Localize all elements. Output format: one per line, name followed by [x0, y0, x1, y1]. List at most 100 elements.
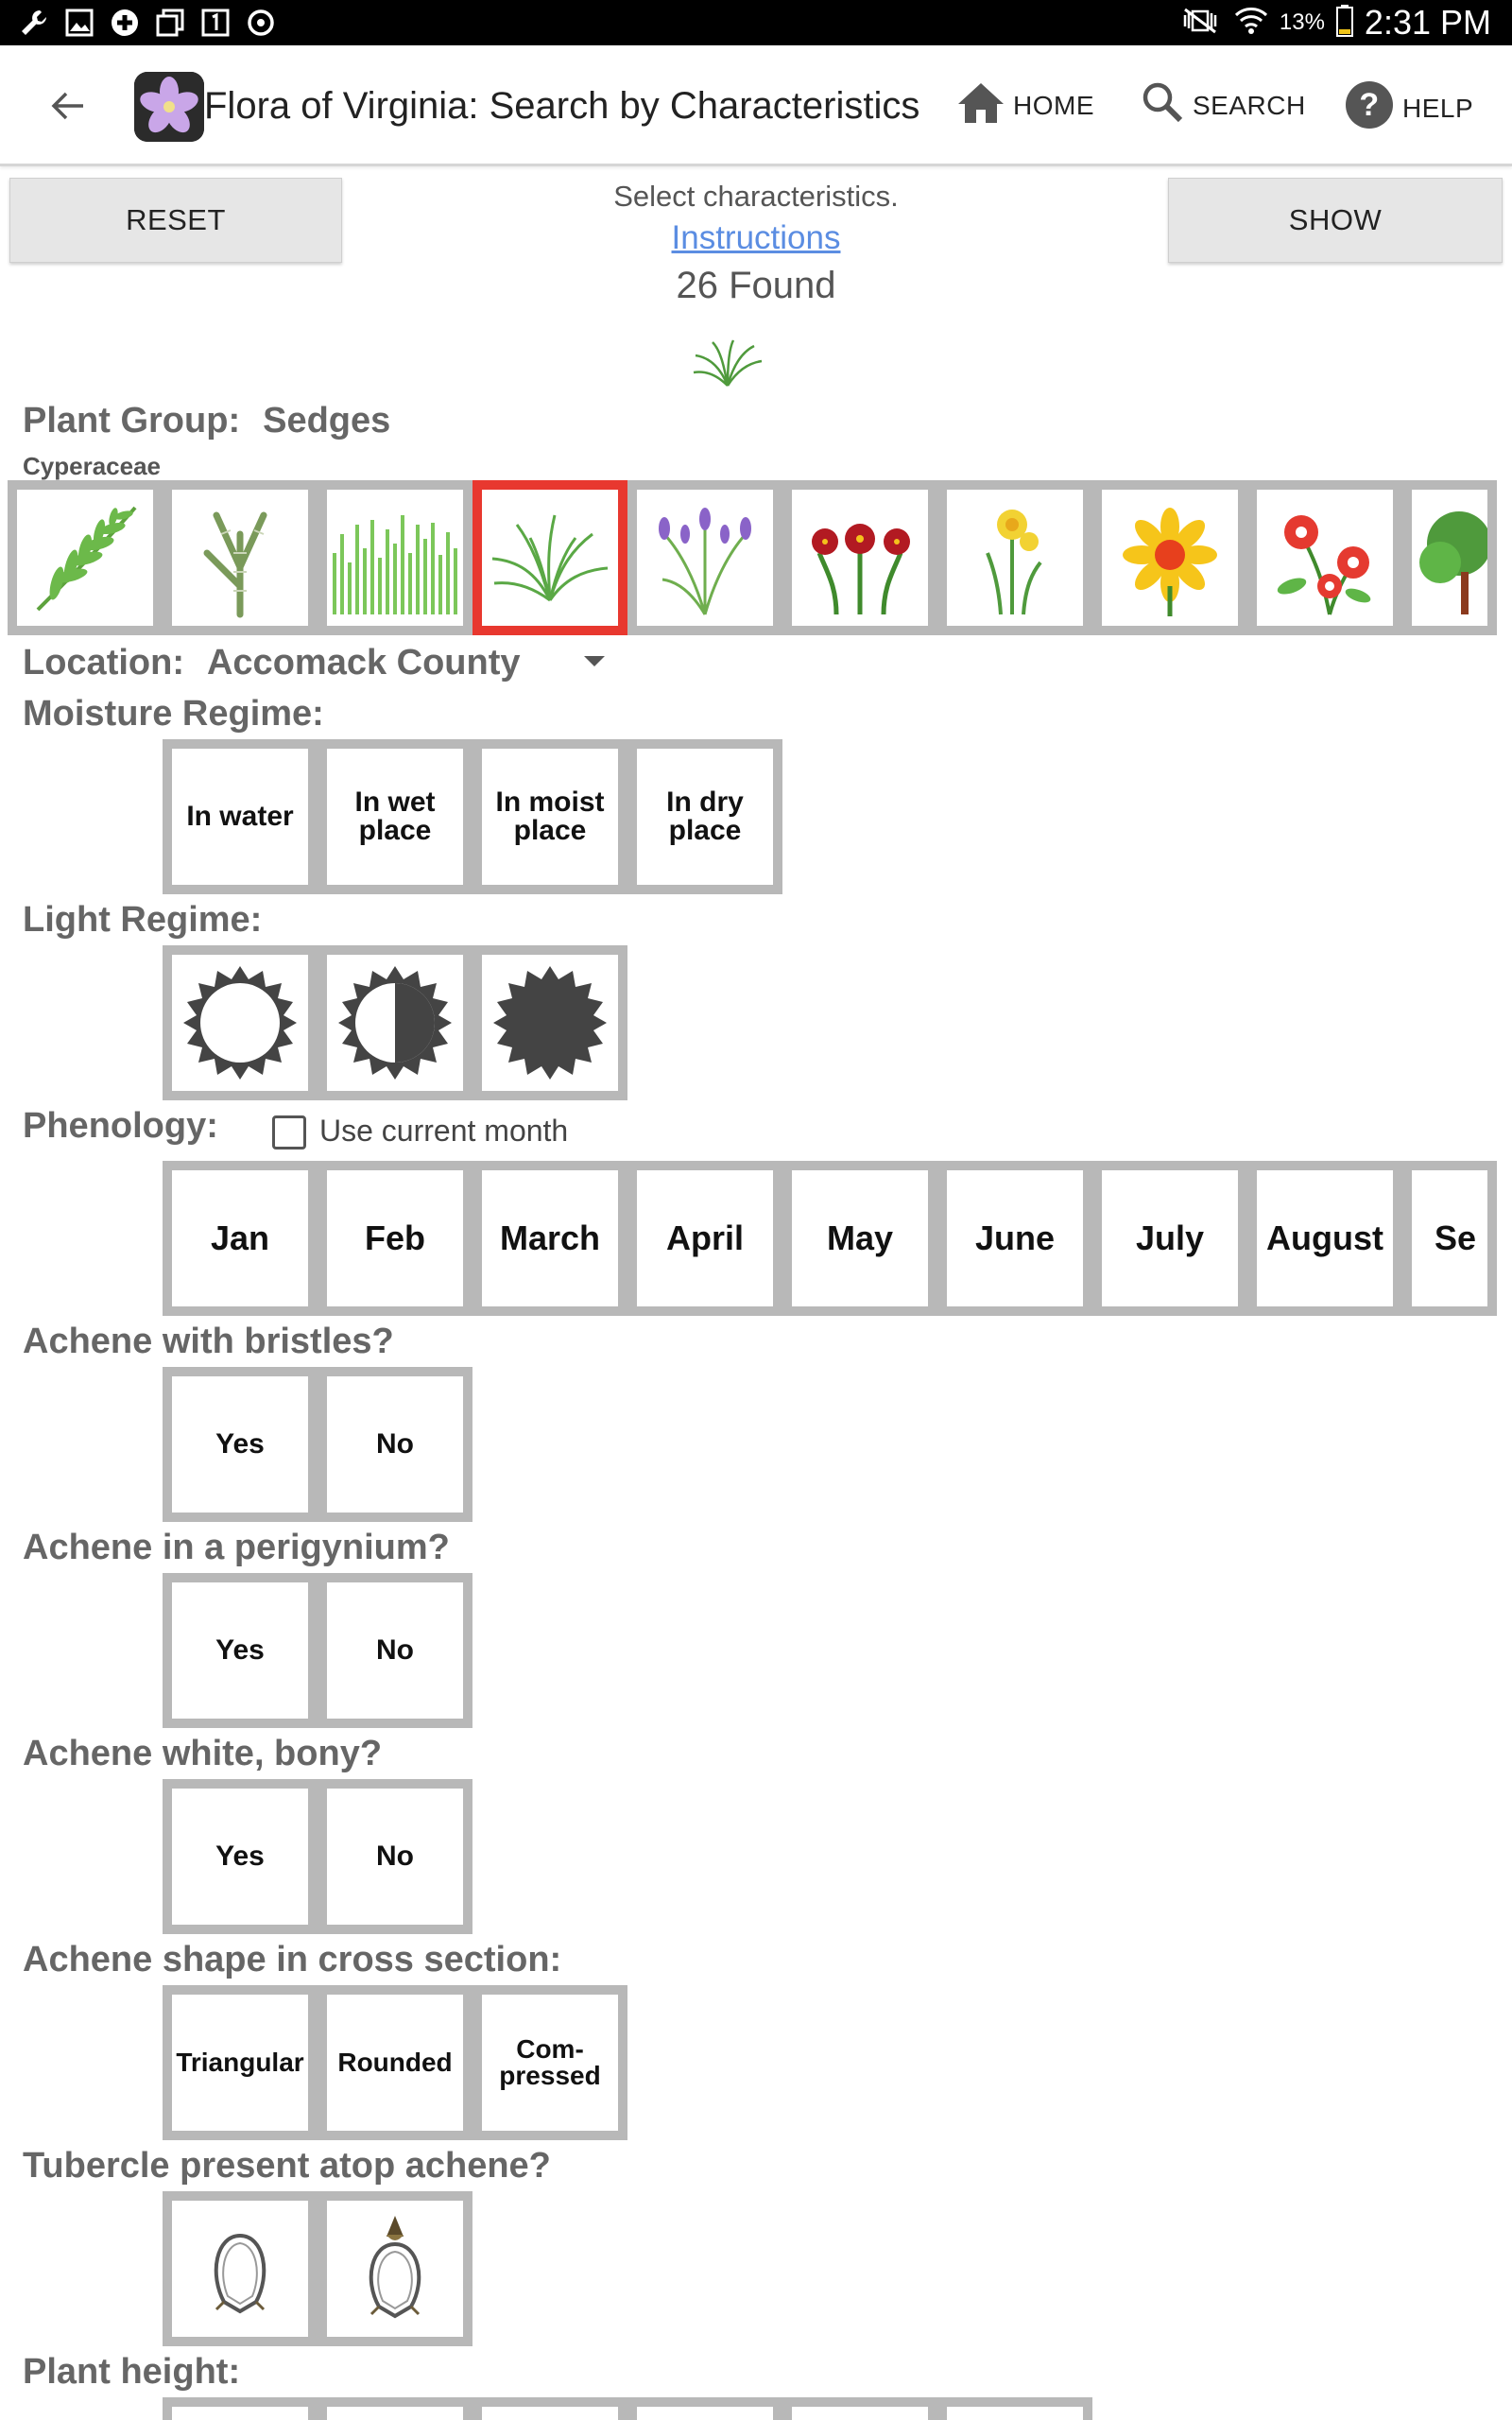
plant-group-option-grass[interactable]: [318, 480, 472, 635]
use-current-month-checkbox[interactable]: [272, 1115, 306, 1150]
achene-perigynium-label: Achene in a perigynium?: [23, 1528, 450, 1567]
search-label: SEARCH: [1193, 90, 1306, 120]
plant-height-option[interactable]: [472, 2397, 627, 2420]
app-title: Flora of Virginia: Search by Characteris…: [204, 85, 920, 127]
image-icon: [62, 6, 96, 40]
number-one-icon: [198, 6, 232, 40]
option-label: Triangular: [172, 1995, 308, 2131]
use-current-month-label[interactable]: Use current month: [319, 1114, 569, 1148]
plant-height-option[interactable]: [163, 2397, 318, 2420]
full-shade-icon: [482, 955, 618, 1091]
plant-group-option-daffodil[interactable]: [937, 480, 1092, 635]
plant-group-option-red-flowers[interactable]: [1247, 480, 1402, 635]
light-option-part-shade[interactable]: [318, 945, 472, 1100]
back-arrow-icon[interactable]: [45, 83, 91, 129]
plant-group-option-horsetail[interactable]: [163, 480, 318, 635]
fern-icon: [17, 490, 153, 626]
iris-icon: [637, 490, 773, 626]
month-label: April: [637, 1170, 773, 1306]
achene-perigynium-yes[interactable]: Yes: [163, 1573, 318, 1728]
help-icon: ?: [1344, 79, 1395, 137]
reset-button[interactable]: RESET: [9, 178, 342, 263]
achene-bristles-no[interactable]: No: [318, 1367, 472, 1522]
plant-group-option-sunflower[interactable]: [1092, 480, 1247, 635]
month-option-april[interactable]: April: [627, 1161, 782, 1316]
plant-group-option-lily[interactable]: [782, 480, 937, 635]
phenology-label: Phenology:: [23, 1106, 218, 1146]
instructions-link[interactable]: Instructions: [671, 219, 841, 256]
battery-icon: [1335, 4, 1353, 42]
month-option-june[interactable]: June: [937, 1161, 1092, 1316]
plant-height-option[interactable]: [627, 2397, 782, 2420]
plant-height-option[interactable]: [318, 2397, 472, 2420]
month-option-july[interactable]: July: [1092, 1161, 1247, 1316]
month-option-jan[interactable]: Jan: [163, 1161, 318, 1316]
tubercle-option-present[interactable]: [318, 2191, 472, 2346]
option-label: Yes: [172, 1376, 308, 1512]
option-label: Com- pressed: [482, 1995, 618, 2131]
plant-height-option[interactable]: [937, 2397, 1092, 2420]
light-label: Light Regime:: [23, 900, 263, 940]
month-label: Se: [1412, 1170, 1487, 1306]
achene-shape-rounded[interactable]: Rounded: [318, 1985, 472, 2140]
horsetail-icon: [172, 490, 308, 626]
month-label: May: [792, 1170, 928, 1306]
month-label: Feb: [327, 1170, 463, 1306]
location-dropdown[interactable]: Location:Accomack County: [23, 643, 521, 683]
home-icon: [956, 79, 1005, 131]
light-option-full-sun[interactable]: [163, 945, 318, 1100]
plant-family-label: Cyperaceae: [23, 452, 161, 480]
moisture-option-in-dry-place[interactable]: In dry place: [627, 739, 782, 894]
plant-group-option-iris[interactable]: [627, 480, 782, 635]
moisture-option-in-wet-place[interactable]: In wet place: [318, 739, 472, 894]
plant-group-option-tree[interactable]: [1402, 480, 1497, 635]
show-button[interactable]: SHOW: [1168, 178, 1503, 263]
achene-perigynium-no[interactable]: No: [318, 1573, 472, 1728]
plant-height-option-body: [792, 2407, 928, 2420]
achene-no-tubercle-icon: [172, 2201, 308, 2337]
plant-group-option-sedge[interactable]: [472, 480, 627, 635]
wifi-icon: [1234, 6, 1268, 41]
option-label: Yes: [172, 1582, 308, 1719]
status-bar: 13% 2:31 PM: [0, 0, 1512, 45]
achene-bony-label: Achene white, bony?: [23, 1734, 383, 1773]
month-option-march[interactable]: March: [472, 1161, 627, 1316]
home-button[interactable]: HOME: [956, 79, 1094, 131]
month-label: July: [1102, 1170, 1238, 1306]
lily-icon: [792, 490, 928, 626]
app-bar: Flora of Virginia: Search by Characteris…: [0, 45, 1512, 166]
select-hint: Select characteristics.: [613, 180, 899, 213]
tubercle-option-absent[interactable]: [163, 2191, 318, 2346]
light-option-full-shade[interactable]: [472, 945, 627, 1100]
moisture-option-in-water[interactable]: In water: [163, 739, 318, 894]
full-sun-icon: [172, 955, 308, 1091]
achene-bony-no[interactable]: No: [318, 1779, 472, 1934]
svg-text:?: ?: [1359, 87, 1379, 123]
moisture-option-label: In moist place: [482, 749, 618, 885]
help-button[interactable]: ? HELP: [1344, 79, 1473, 137]
search-icon: [1140, 79, 1185, 131]
achene-bristles-yes[interactable]: Yes: [163, 1367, 318, 1522]
achene-shape-compressed[interactable]: Com- pressed: [472, 1985, 627, 2140]
chevron-down-icon[interactable]: [584, 656, 605, 666]
plant-group-option-fern[interactable]: [8, 480, 163, 635]
achene-bony-yes[interactable]: Yes: [163, 1779, 318, 1934]
plant-group-value: Sedges: [263, 401, 391, 441]
month-option-august[interactable]: August: [1247, 1161, 1402, 1316]
grass-icon: [327, 490, 463, 626]
location-value: Accomack County: [206, 643, 521, 683]
moisture-option-in-moist-place[interactable]: In moist place: [472, 739, 627, 894]
month-option-may[interactable]: May: [782, 1161, 937, 1316]
plant-height-option[interactable]: [782, 2397, 937, 2420]
plant-height-option-body: [637, 2407, 773, 2420]
month-option-feb[interactable]: Feb: [318, 1161, 472, 1316]
option-label: Rounded: [327, 1995, 463, 2131]
daffodil-icon: [947, 490, 1083, 626]
moisture-option-label: In wet place: [327, 749, 463, 885]
home-label: HOME: [1013, 90, 1094, 120]
month-option-september[interactable]: Se: [1402, 1161, 1497, 1316]
red-flowers-icon: [1257, 490, 1393, 626]
achene-shape-triangular[interactable]: Triangular: [163, 1985, 318, 2140]
search-button[interactable]: SEARCH: [1140, 79, 1306, 131]
wrench-icon: [17, 6, 51, 40]
